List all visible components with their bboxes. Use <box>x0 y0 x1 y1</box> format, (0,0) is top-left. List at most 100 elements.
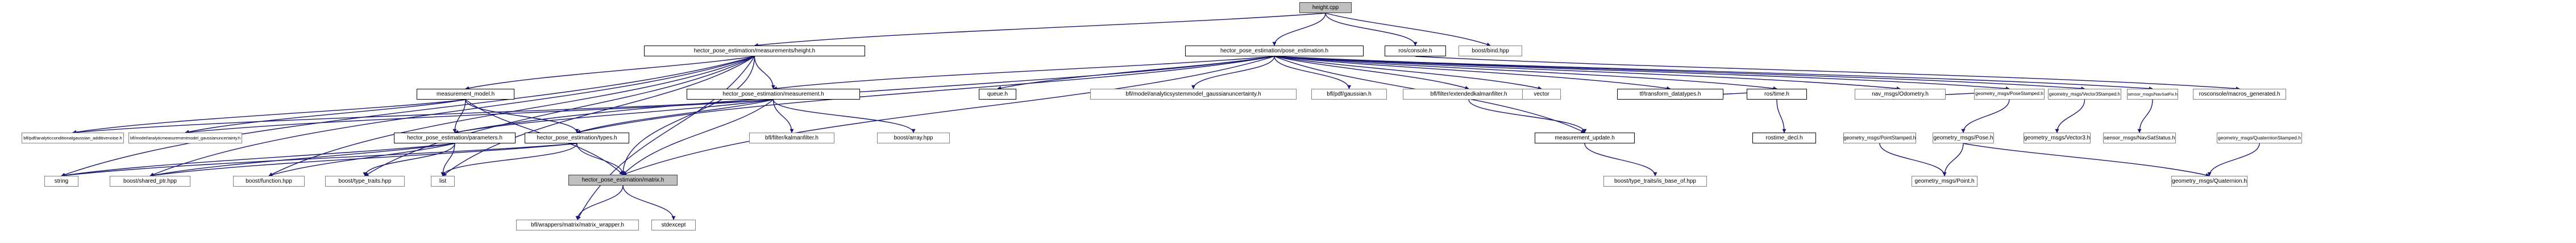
graph-edge <box>1191 56 1275 89</box>
graph-node-ros-console-h[interactable]: ros/console.h <box>1385 46 1446 56</box>
graph-edge <box>441 143 455 176</box>
graph-node-bfl-model-analyticsystemmodel-gaussianuncertainty-h[interactable]: bfl/model/analyticsystemmodel_gaussianun… <box>1090 89 1297 100</box>
graph-edge <box>149 56 755 176</box>
graph-node-boost-bind-hpp[interactable]: boost/bind.hpp <box>1459 46 1522 56</box>
graph-node-vector[interactable]: vector <box>1522 89 1561 100</box>
graph-node-hector-pose-estimation-types-h[interactable]: hector_pose_estimation/types.h <box>525 133 629 143</box>
graph-edge <box>1942 143 1964 176</box>
graph-node-bfl-wrappers-matrix-matrix-wrapper-h[interactable]: bfl/wrappers/matrix/matrix_wrapper.h <box>516 220 639 230</box>
graph-edge <box>454 99 774 134</box>
graph-edge <box>1468 99 1587 133</box>
graph-edge <box>997 56 1275 90</box>
graph-node-queue-h[interactable]: queue.h <box>979 89 1016 100</box>
graph-node-geometry-msgs-quaternionstamped-h[interactable]: geometry_msgs/QuaternionStamped.h <box>2217 133 2302 143</box>
graph-edge <box>1274 56 1469 90</box>
graph-edge <box>1879 143 1947 176</box>
graph-node-bfl-pdf-gaussian-h[interactable]: bfl/pdf/gaussian.h <box>1311 89 1387 100</box>
graph-edge <box>149 143 577 178</box>
graph-edge <box>364 56 755 176</box>
graph-node-bfl-filter-kalmanfilter-h[interactable]: bfl/filter/kalmanfilter.h <box>749 133 834 143</box>
graph-node-string[interactable]: string <box>44 176 78 187</box>
graph-node-boost-type-traits-is-base-of-hpp[interactable]: boost/type_traits/is_base_of.hpp <box>1603 176 1707 187</box>
graph-edge <box>622 185 676 220</box>
graph-edge <box>622 56 1275 176</box>
graph-edge <box>185 99 466 134</box>
graph-node-sensor-msgs-navsatstatus-h[interactable]: sensor_msgs/NavSatStatus.h <box>2103 133 2176 143</box>
graph-edge <box>772 99 916 133</box>
graph-node-boost-shared-ptr-hpp[interactable]: boost/shared_ptr.hpp <box>110 176 190 187</box>
graph-edge <box>452 99 466 133</box>
graph-edge <box>1961 99 2010 133</box>
graph-edge <box>772 56 1275 90</box>
graph-edge <box>1963 143 2210 177</box>
graph-edge <box>576 99 774 134</box>
graph-edge <box>1584 143 1657 176</box>
graph-edge <box>575 185 624 220</box>
graph-node-height-cpp[interactable]: height.cpp <box>1299 2 1352 13</box>
graph-edge <box>621 56 755 175</box>
graph-edge <box>1415 56 2240 91</box>
graph-edge <box>1274 56 1671 90</box>
graph-node-hector-pose-estimation-pose-estimation-h[interactable]: hector_pose_estimation/pose_estimation.h <box>1185 46 1364 56</box>
graph-node-geometry-msgs-pose-h[interactable]: geometry_msgs/Pose.h <box>1933 133 1994 143</box>
graph-node-geometry-msgs-vector3stamped-h[interactable]: geometry_msgs/Vector3Stamped.h <box>2048 89 2121 100</box>
graph-edge <box>754 13 1326 47</box>
graph-edge <box>576 143 625 175</box>
graph-node-ros-time-h[interactable]: ros/time.h <box>1747 89 1807 100</box>
graph-edge <box>1776 99 1786 133</box>
graph-edge <box>1274 56 1351 89</box>
graph-node-boost-type-traits-hpp[interactable]: boost/type_traits.hpp <box>325 176 405 187</box>
graph-node-tf-transform-datatypes-h[interactable]: tf/transform_datatypes.h <box>1617 89 1723 100</box>
graph-edge <box>149 143 455 178</box>
graph-edge <box>1325 13 1418 46</box>
graph-node-hector-pose-estimation-matrix-h[interactable]: hector_pose_estimation/matrix.h <box>568 175 678 186</box>
graph-node-geometry-msgs-vector3-h[interactable]: geometry_msgs/Vector3.h <box>2024 133 2091 143</box>
graph-edge <box>754 56 775 89</box>
graph-node-geometry-msgs-point-h[interactable]: geometry_msgs/Point.h <box>1912 176 1977 187</box>
graph-edge <box>2055 99 2085 133</box>
graph-edge <box>1274 56 2085 91</box>
graph-edge <box>268 143 455 177</box>
graph-edge <box>363 143 455 176</box>
graph-node-sensor-msgs-navsatfix-h[interactable]: sensor_msgs/NavSatFix.h <box>2127 89 2178 100</box>
graph-edge <box>441 143 577 176</box>
graph-edge <box>1325 13 1491 47</box>
graph-edge <box>2207 143 2260 176</box>
graph-node-bfl-model-analyticmeasurementmodel-gaussianuncertainty-h[interactable]: bfl/model/analyticmeasurementmodel_gauss… <box>128 133 242 143</box>
graph-node-boost-function-hpp[interactable]: boost/function.hpp <box>233 176 305 187</box>
graph-node-bfl-filter-extendedkalmanfilter-h[interactable]: bfl/filter/extendedkalmanfilter.h <box>1403 89 1535 100</box>
graph-edge <box>72 99 466 134</box>
graph-edge <box>1274 56 1777 90</box>
graph-node-stdexcept[interactable]: stdexcept <box>651 220 696 230</box>
graph-node-measurement-update-h[interactable]: measurement_update.h <box>1535 133 1635 143</box>
graph-node-measurement-model-h[interactable]: measurement_model.h <box>417 89 514 100</box>
graph-edge <box>465 99 579 133</box>
graph-node-rosconsole-macros-generated-h[interactable]: rosconsole/macros_generated.h <box>2193 89 2286 100</box>
graph-edge <box>772 99 794 133</box>
graph-node-nav-msgs-odometry-h[interactable]: nav_msgs/Odometry.h <box>1855 89 1946 100</box>
graph-node-bfl-pdf-analyticconditionalgaussian-additivenoise-h[interactable]: bfl/pdf/analyticconditionalgaussian_addi… <box>22 133 124 143</box>
graph-node-hector-pose-estimation-measurements-height-h[interactable]: hector_pose_estimation/measurements/heig… <box>644 46 865 56</box>
graph-node-geometry-msgs-quaternion-h[interactable]: geometry_msgs/Quaternion.h <box>2171 176 2247 187</box>
graph-node-boost-array-hpp[interactable]: boost/array.hpp <box>877 133 950 143</box>
graph-edge <box>1274 56 2010 90</box>
graph-node-geometry-msgs-posestamped-h[interactable]: geometry_msgs/PoseStamped.h <box>1974 89 2045 100</box>
graph-node-hector-pose-estimation-measurement-h[interactable]: hector_pose_estimation/measurement.h <box>687 89 860 100</box>
graph-edge <box>268 56 755 176</box>
graph-node-rostime-decl-h[interactable]: rostime_decl.h <box>1752 133 1816 143</box>
graph-node-hector-pose-estimation-parameters-h[interactable]: hector_pose_estimation/parameters.h <box>394 133 516 143</box>
graph-edge <box>185 99 774 134</box>
graph-node-geometry-msgs-pointstamped-h[interactable]: geometry_msgs/PointStamped.h <box>1843 133 1916 143</box>
graph-edge <box>61 143 455 178</box>
graph-node-list[interactable]: list <box>431 176 455 187</box>
graph-edge <box>61 143 577 178</box>
graph-edge <box>465 56 755 90</box>
graph-edge <box>2137 99 2153 133</box>
graph-edge <box>1274 56 2153 91</box>
graph-edge <box>442 56 755 176</box>
graph-edge <box>1274 56 1542 90</box>
graph-edge <box>61 56 755 177</box>
graph-edge <box>1274 56 1901 90</box>
